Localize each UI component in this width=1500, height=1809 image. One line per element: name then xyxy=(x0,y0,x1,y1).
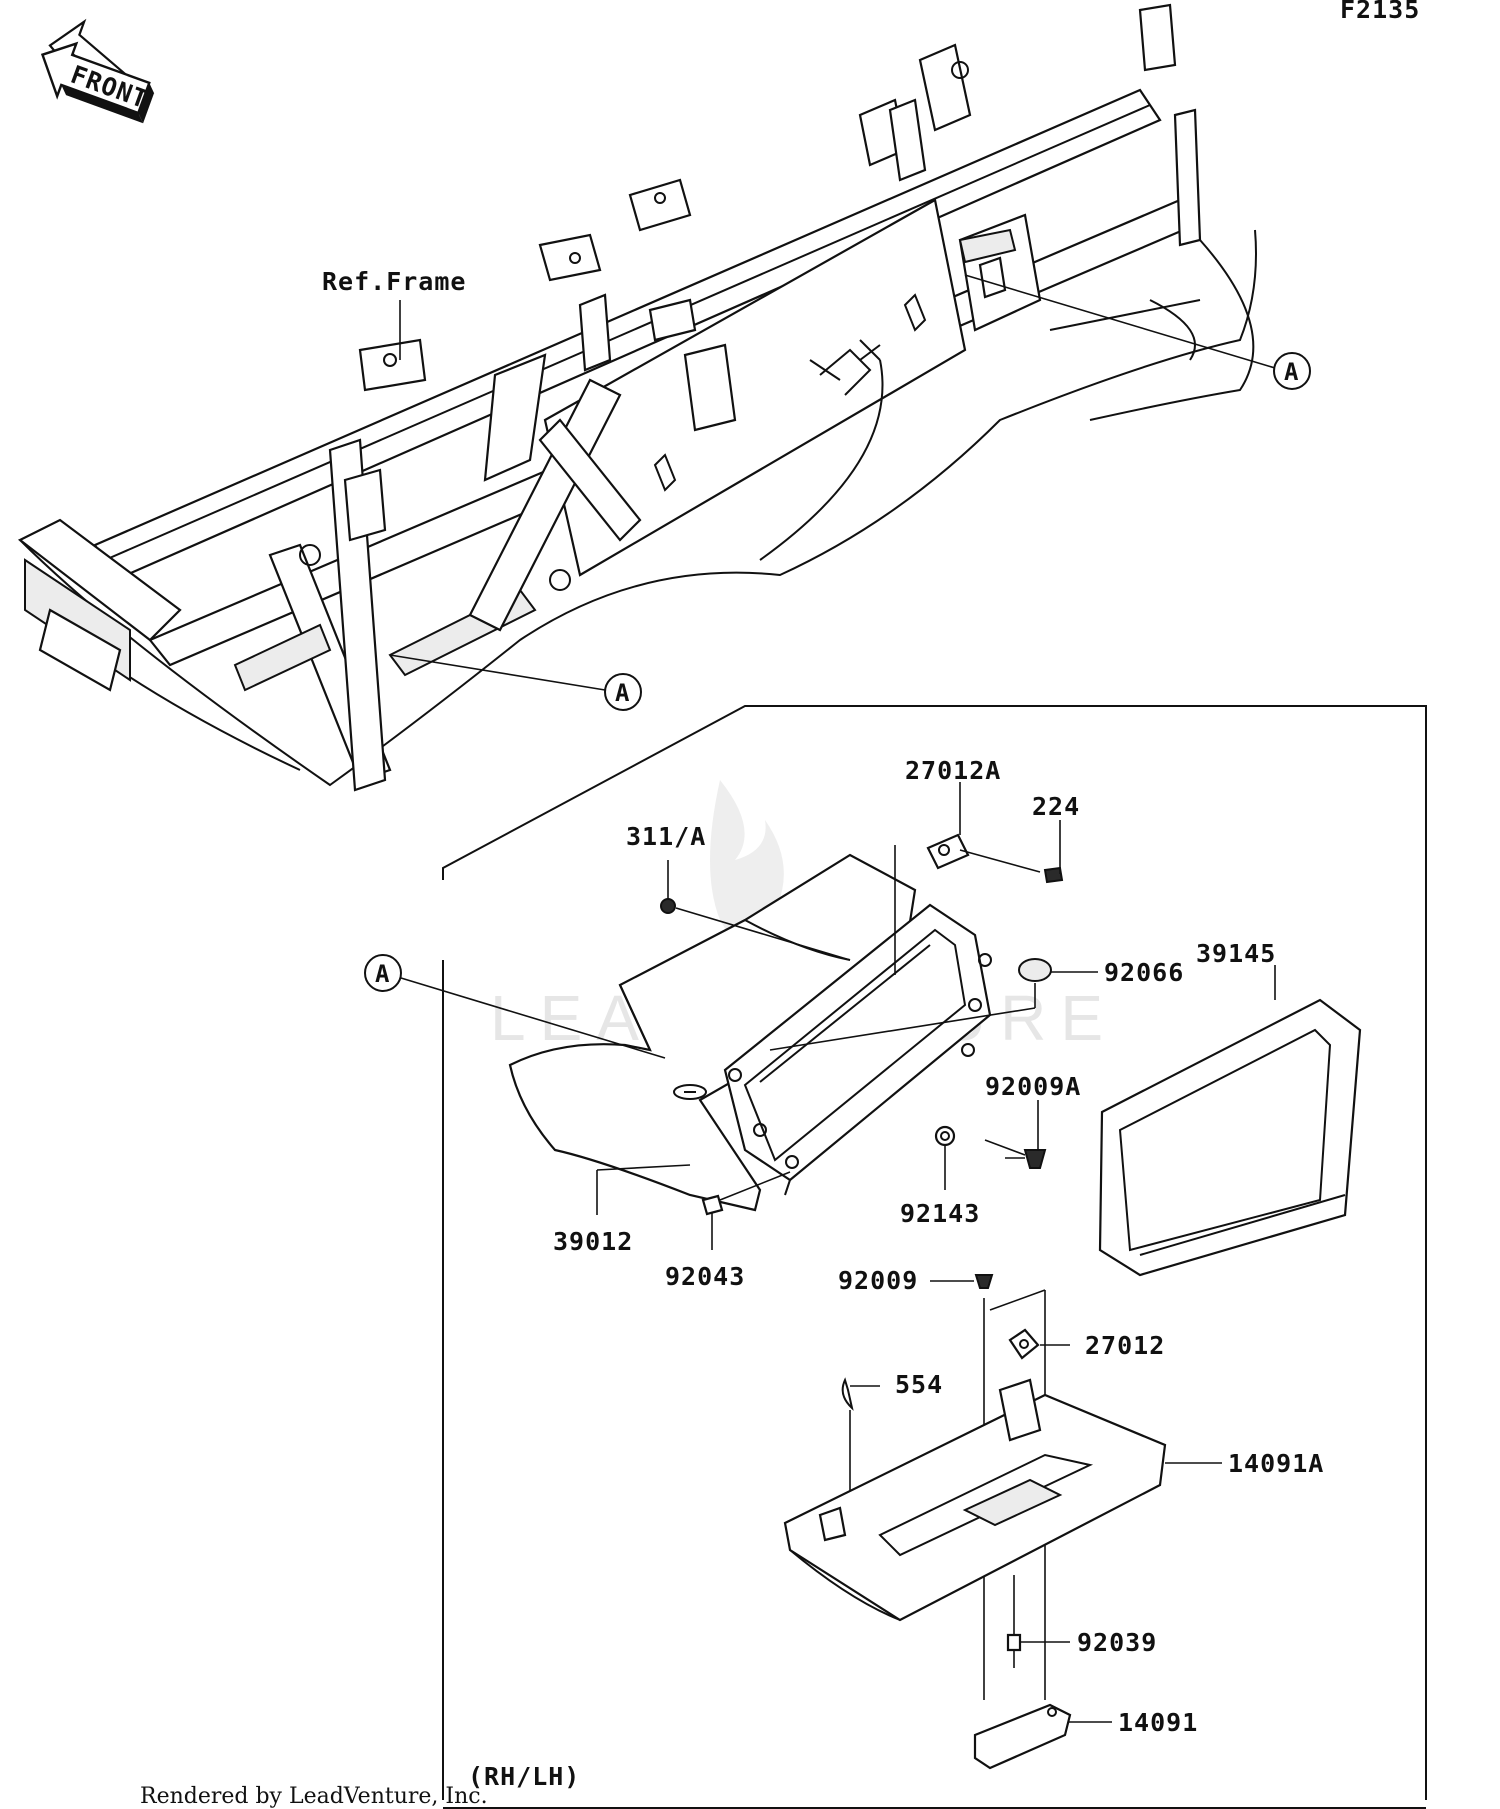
label-92009: 92009 xyxy=(838,1266,918,1295)
label-27012a: 27012A xyxy=(905,756,1001,785)
screw-92009 xyxy=(974,1274,994,1289)
credit-text: Rendered by LeadVenture, Inc. xyxy=(140,1784,488,1809)
cap-92066 xyxy=(1018,958,1052,982)
label-14091: 14091 xyxy=(1118,1708,1198,1737)
label-14091a: 14091A xyxy=(1228,1449,1324,1478)
label-92066: 92066 xyxy=(1104,958,1184,987)
label-92043: 92043 xyxy=(665,1262,745,1291)
pin-92043 xyxy=(701,1194,724,1216)
label-92039: 92039 xyxy=(1077,1628,1157,1657)
callout-a-frame-rear: A xyxy=(964,274,1311,390)
detail-box xyxy=(442,705,1427,1809)
rivet-92039 xyxy=(1006,1633,1022,1668)
callout-a-detail: A xyxy=(364,954,666,1059)
svg-text:A: A xyxy=(615,679,630,707)
label-39145: 39145 xyxy=(1196,939,1276,968)
label-92143: 92143 xyxy=(900,1199,980,1228)
svg-text:A: A xyxy=(1284,358,1299,386)
label-92009a: 92009A xyxy=(985,1072,1081,1101)
callout-a-frame-front: A xyxy=(389,654,642,711)
screw-224 xyxy=(1043,866,1064,884)
label-224: 224 xyxy=(1032,792,1080,821)
glove-box-housing-39012 xyxy=(508,853,917,1212)
variant-note: (RH/LH) xyxy=(468,1762,580,1791)
frame-drawing xyxy=(17,3,1257,792)
nut-311a xyxy=(660,898,676,914)
ref-frame-label: Ref.Frame xyxy=(322,267,466,296)
label-39012: 39012 xyxy=(553,1227,633,1256)
clip-554 xyxy=(841,1377,854,1411)
label-554: 554 xyxy=(895,1370,943,1399)
washer-92143 xyxy=(934,1125,956,1147)
tray-14091a xyxy=(783,1378,1167,1622)
plate-14091 xyxy=(973,1703,1072,1770)
lid-panel-39145 xyxy=(1098,998,1362,1277)
label-27012: 27012 xyxy=(1085,1331,1165,1360)
latch-27012 xyxy=(1008,1328,1040,1360)
front-arrow-icon: FRONT xyxy=(40,18,155,124)
figure-code: F2135 xyxy=(1340,0,1420,24)
latch-27012a xyxy=(926,833,970,870)
bolt-92009a xyxy=(1005,1149,1047,1169)
svg-text:A: A xyxy=(375,960,390,988)
label-311a: 311/A xyxy=(626,822,706,851)
